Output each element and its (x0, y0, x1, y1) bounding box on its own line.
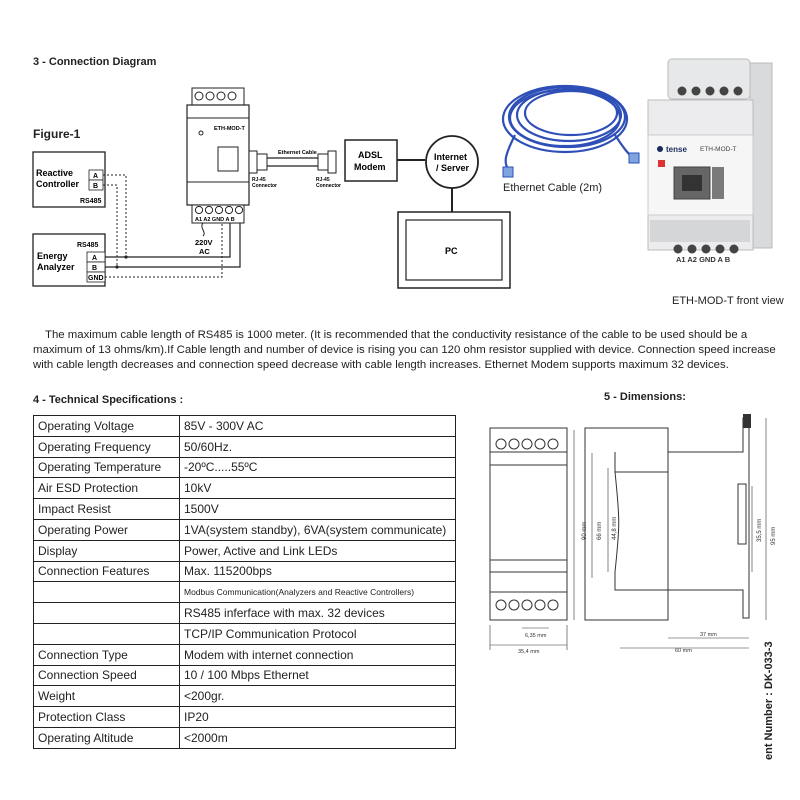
ethernet-cable-label: Ethernet Cable (278, 150, 317, 156)
dimensions-drawing: 6,35 mm 35,4 mm 90 mm 66 mm 44,8 mm 95 m… (489, 414, 777, 655)
spec-value: Max. 115200bps (179, 560, 456, 583)
table-row: Modbus Communication(Analyzers and React… (33, 581, 456, 604)
spec-value: 1VA(system standby), 6VA(system communic… (179, 518, 456, 541)
power-label-2: AC (199, 247, 210, 256)
modem-label-1: ADSL (358, 150, 383, 160)
spec-value: 10 / 100 Mbps Ethernet (179, 664, 456, 687)
spec-value: TCP/IP Communication Protocol (179, 622, 456, 645)
spec-name: Weight (33, 685, 180, 708)
table-row: RS485 inferface with max. 32 devices (33, 602, 456, 624)
ethernet-cable-photo (501, 84, 640, 178)
spec-value: 10kV (179, 477, 456, 500)
adsl-modem-box (344, 139, 398, 182)
spec-value: Power, Active and Link LEDs (179, 539, 456, 562)
device-brand: tense (666, 145, 687, 154)
ea-port-b: B (92, 265, 97, 272)
dim-6-35: 6,35 mm (525, 633, 547, 639)
spec-name: Operating Temperature (33, 456, 180, 479)
device-photo-terminals: A1 A2 GND A B (676, 255, 731, 264)
connection-diagram: Reactive Controller A B RS485 RS485 Ener… (32, 87, 511, 289)
device-terminal-labels: A1 A2 GND A B (195, 217, 235, 223)
spec-name (33, 581, 180, 604)
spec-value: RS485 inferface with max. 32 devices (179, 602, 456, 624)
spec-name: Impact Resist (33, 498, 180, 520)
spec-name: Connection Features (33, 560, 180, 583)
dim-35-4: 35,4 mm (518, 649, 540, 655)
section-4-title: 4 - Technical Specifications : (33, 394, 184, 406)
spec-name: Display (33, 539, 180, 562)
rj45-right-2: Connector (316, 183, 341, 189)
spec-name (33, 602, 180, 624)
rj45-right-1: RJ-45 (316, 177, 330, 183)
dim-44-8: 44,8 mm (612, 517, 618, 540)
rc-port-a: A (93, 173, 98, 180)
internet-label-1: Internet (434, 152, 467, 162)
device-label: ETH-MOD-T (214, 126, 245, 132)
spec-name: Operating Power (33, 518, 180, 541)
ea-port-a: A (92, 255, 97, 262)
dim-95: 95 mm (771, 527, 777, 545)
dim-66: 66 mm (597, 522, 603, 540)
rj45-left-1: RJ-45 (252, 177, 266, 183)
spec-value: 85V - 300V AC (179, 415, 456, 437)
spec-name (33, 622, 180, 645)
device-caption: ETH-MOD-T front view (672, 295, 784, 307)
spec-value: <200gr. (179, 685, 456, 708)
spec-name: Operating Voltage (33, 415, 180, 437)
rc-bus-label: RS485 (80, 198, 102, 205)
table-row: Operating Altitude<2000m (33, 726, 456, 749)
spec-value: 50/60Hz. (179, 435, 456, 458)
cable-length-note: The maximum cable length of RS485 is 100… (33, 329, 776, 371)
spec-name: Operating Altitude (33, 726, 180, 749)
section-3-title: 3 - Connection Diagram (33, 56, 157, 68)
device-model: ETH-MOD-T (700, 146, 736, 153)
reactive-controller-label-2: Controller (36, 179, 79, 189)
document-number: ent Number : DK-033-3 (763, 641, 775, 760)
dim-60: 60 mm (675, 648, 692, 654)
internet-label-2: / Server (436, 163, 470, 173)
spec-value: IP20 (179, 706, 456, 728)
device-front-photo: tense ETH-MOD-T A1 A2 GND A B (647, 58, 773, 264)
modem-label-2: Modem (354, 162, 386, 172)
power-label-1: 220V (195, 238, 213, 247)
dim-37: 37 mm (700, 632, 717, 638)
energy-analyzer-label-2: Analyzer (37, 262, 75, 272)
spec-name: Connection Speed (33, 664, 180, 687)
table-row: Weight<200gr. (33, 685, 456, 708)
table-row: Operating Temperature-20ºC.....55ºC (33, 456, 456, 479)
reactive-controller-label-1: Reactive (36, 168, 73, 178)
spec-name: Connection Type (33, 643, 180, 666)
spec-name: Operating Frequency (33, 435, 180, 458)
spec-value: 1500V (179, 498, 456, 520)
table-row: TCP/IP Communication Protocol (33, 622, 456, 645)
ea-bus-label: RS485 (77, 242, 99, 249)
internet-server-circle (425, 135, 479, 189)
spec-value: Modem with internet connection (179, 643, 456, 666)
figure-label: Figure-1 (33, 127, 81, 141)
spec-value: Modbus Communication(Analyzers and React… (179, 581, 456, 604)
section-5-title: 5 - Dimensions: (604, 391, 686, 403)
energy-analyzer-label-1: Energy (37, 251, 68, 261)
spec-name: Air ESD Protection (33, 477, 180, 500)
cable-caption: Ethernet Cable (2m) (503, 182, 603, 194)
rc-port-b: B (93, 183, 98, 190)
spec-value: <2000m (179, 726, 456, 749)
rj45-left-2: Connector (252, 183, 277, 189)
spec-value: -20ºC.....55ºC (179, 456, 456, 479)
spec-name: Protection Class (33, 706, 180, 728)
pc-label: PC (445, 246, 458, 256)
ea-port-gnd: GND (88, 275, 104, 282)
dim-35-5: 35,5 mm (757, 519, 763, 542)
